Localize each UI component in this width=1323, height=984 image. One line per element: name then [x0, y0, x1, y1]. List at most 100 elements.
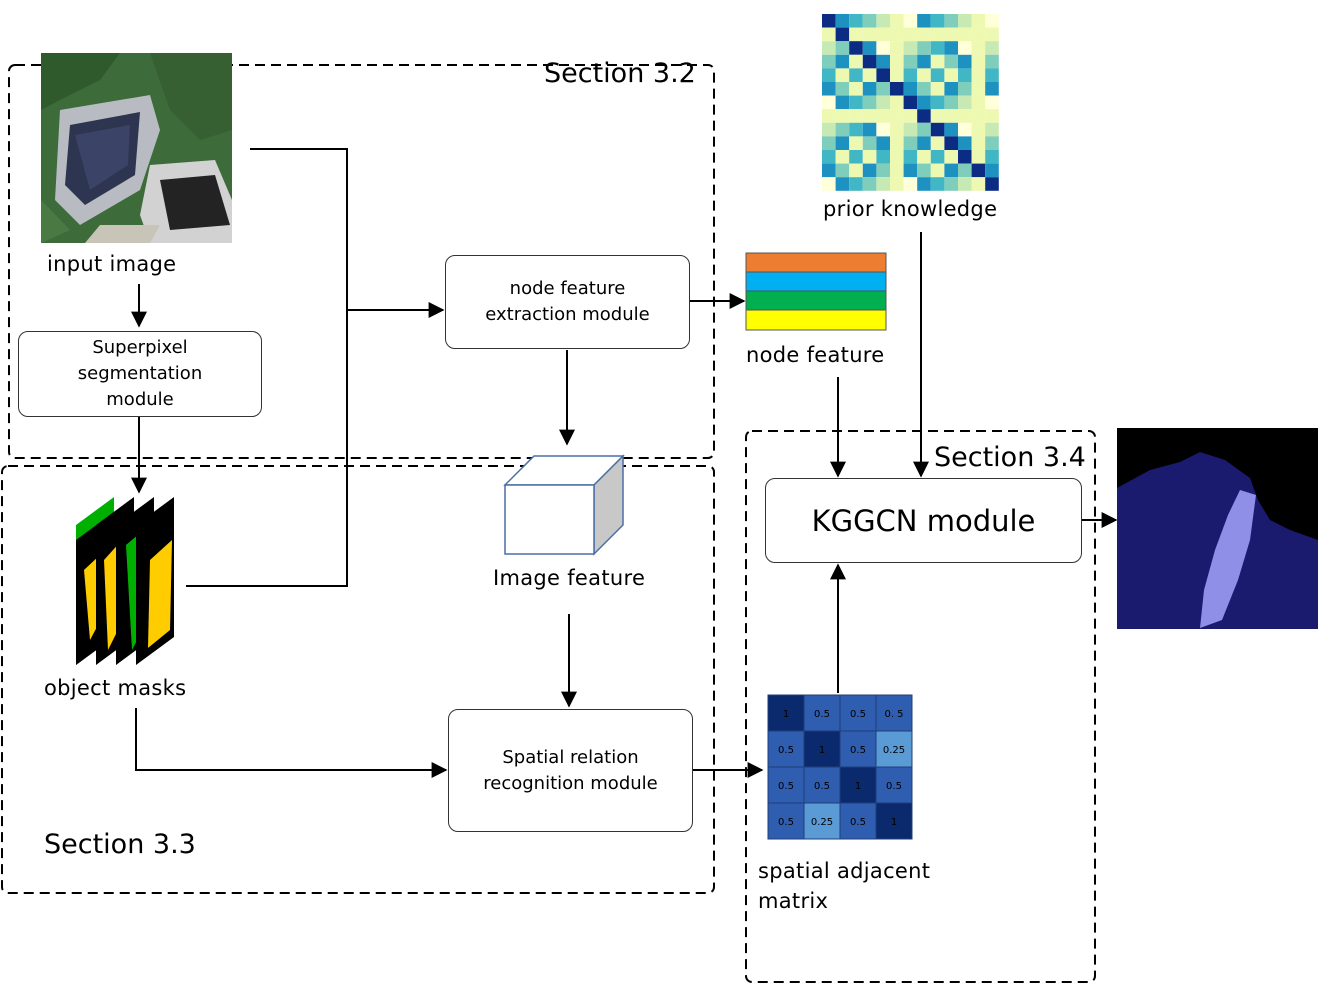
- heatmap-cell: [822, 122, 836, 137]
- heatmap-cell: [958, 54, 972, 69]
- heatmap-cell: [822, 14, 836, 28]
- heatmap-cell: [958, 68, 972, 82]
- heatmap-cell: [890, 136, 904, 150]
- heatmap-cell: [917, 68, 931, 82]
- heatmap-cell: [985, 163, 999, 178]
- heatmap-cell: [958, 82, 972, 96]
- heatmap-cell: [971, 95, 986, 110]
- cooccurrence-heatmap-icon: [822, 14, 999, 191]
- heatmap-cell: [985, 27, 999, 42]
- heatmap-cell: [890, 150, 904, 164]
- section-3-3-frame: [1, 465, 715, 894]
- superpixel-segmentation-module[interactable]: Superpixel segmentation module: [18, 331, 262, 417]
- heatmap-cell: [890, 14, 904, 28]
- heatmap-cell: [890, 68, 904, 82]
- heatmap-cell: [822, 109, 836, 123]
- heatmap-cell: [876, 95, 890, 110]
- heatmap-cell: [985, 54, 999, 69]
- heatmap-cell: [944, 136, 958, 150]
- heatmap-cell: [917, 27, 931, 42]
- matrix-cell: [875, 766, 913, 804]
- heatmap-cell: [944, 14, 958, 28]
- matrix-cell-value: 1: [819, 745, 825, 756]
- mask-stack-icon: [76, 497, 174, 665]
- heatmap-cell: [890, 122, 904, 137]
- heatmap-cell: [971, 68, 986, 82]
- heatmap-cell: [944, 41, 958, 55]
- heatmap-cell: [985, 177, 999, 191]
- matrix-cell: [767, 802, 805, 840]
- heatmap-cell: [958, 122, 972, 137]
- heatmap-cell: [971, 82, 986, 96]
- heatmap-cell: [862, 150, 877, 164]
- heatmap-cell: [958, 136, 972, 150]
- kggcn-module[interactable]: KGGCN module: [765, 478, 1082, 563]
- module-label-line: Spatial relation: [502, 746, 639, 768]
- heatmap-cell: [835, 150, 850, 164]
- heatmap-cell: [903, 150, 918, 164]
- heatmap-cell: [958, 95, 972, 110]
- heatmap-cell: [876, 136, 890, 150]
- heatmap-cell: [849, 54, 863, 69]
- heatmap-cell: [917, 95, 931, 110]
- module-label-line: Superpixel: [92, 337, 188, 358]
- node-feature-stack: [745, 252, 887, 331]
- heatmap-cell: [903, 54, 918, 69]
- heatmap-cell: [944, 177, 958, 191]
- matrix-cell: [839, 802, 877, 840]
- section-3-3-title: Section 3.3: [44, 829, 196, 860]
- node-feature-bar-1: [745, 252, 887, 273]
- matrix-cell-value: 0. 5: [884, 709, 903, 720]
- spatial-relation-recognition-module[interactable]: Spatial relation recognition module: [448, 709, 693, 832]
- heatmap-cell: [876, 27, 890, 42]
- matrix-cell-value: 0.5: [886, 781, 902, 792]
- heatmap-cell: [890, 163, 904, 178]
- heatmap-cell: [985, 122, 999, 137]
- matrix-cell-value: 0.5: [778, 745, 794, 756]
- heatmap-cell: [862, 136, 877, 150]
- heatmap-cell: [985, 95, 999, 110]
- heatmap-cell: [862, 95, 877, 110]
- heatmap-cell: [930, 68, 945, 82]
- matrix-cell-value: 0.25: [883, 745, 905, 756]
- matrix-cell: [875, 802, 913, 840]
- heatmap-cell: [835, 95, 850, 110]
- section-3-4-title: Section 3.4: [934, 442, 1086, 473]
- spatial-matrix-label-line2: matrix: [758, 889, 829, 913]
- heatmap-cell: [849, 150, 863, 164]
- heatmap-cell: [917, 14, 931, 28]
- module-label-line: KGGCN module: [811, 503, 1036, 538]
- heatmap-cell: [849, 68, 863, 82]
- heatmap-cell: [835, 163, 850, 178]
- matrix-cell-value: 1: [891, 817, 897, 828]
- heatmap-cell: [903, 163, 918, 178]
- heatmap-cell: [903, 82, 918, 96]
- heatmap-cell: [890, 177, 904, 191]
- heatmap-cell: [862, 68, 877, 82]
- heatmap-cell: [985, 41, 999, 55]
- heatmap-cell: [944, 82, 958, 96]
- heatmap-cell: [917, 54, 931, 69]
- node-feature-bar-2: [745, 271, 887, 292]
- heatmap-cell: [944, 95, 958, 110]
- matrix-cell-value: 1: [783, 709, 789, 720]
- heatmap-cell: [849, 82, 863, 96]
- heatmap-cell: [971, 163, 986, 178]
- heatmap-cell: [862, 109, 877, 123]
- heatmap-cell: [930, 150, 945, 164]
- node-feature-extraction-module[interactable]: node feature extraction module: [445, 255, 690, 349]
- heatmap-cell: [849, 109, 863, 123]
- heatmap-cell: [849, 27, 863, 42]
- heatmap-cell: [930, 54, 945, 69]
- heatmap-cell: [876, 150, 890, 164]
- matrix-cell: [803, 766, 841, 804]
- heatmap-cell: [862, 82, 877, 96]
- heatmap-cell: [849, 41, 863, 55]
- heatmap-cell: [835, 109, 850, 123]
- heatmap-cell: [890, 54, 904, 69]
- heatmap-cell: [876, 14, 890, 28]
- heatmap-cell: [822, 163, 836, 178]
- heatmap-cell: [930, 163, 945, 178]
- heatmap-cell: [930, 122, 945, 137]
